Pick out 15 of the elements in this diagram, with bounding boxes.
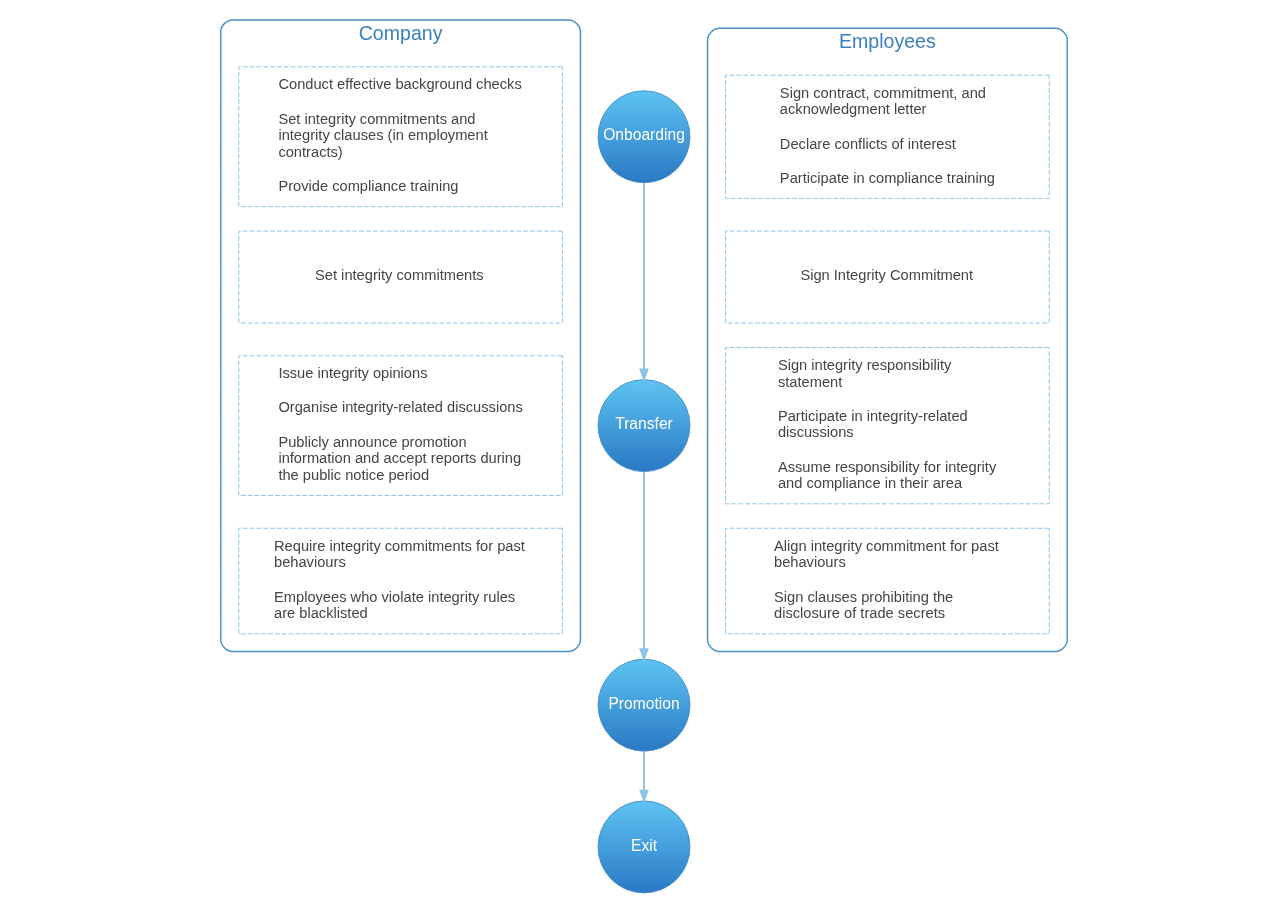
node-circle: Promotion xyxy=(597,658,690,752)
node-circle: Exit xyxy=(597,800,690,894)
node-circle: Transfer xyxy=(597,379,690,473)
arrow xyxy=(638,470,649,662)
node-circle: Onboarding xyxy=(597,90,690,184)
node-box: Conduct effective background checks Set integrity commitments and integrity clauses (in employment contracts) Provide compliance training xyxy=(237,66,563,208)
node-box: Sign integrity responsibility statement Participate in integrity-related discussions Assume responsibility for integrity and compliance in their area xyxy=(724,346,1050,505)
node-box: Align integrity commitment for past behaviours Sign clauses prohibiting the disclosure of trade secrets xyxy=(724,527,1050,635)
node-box: Require integrity commitments for past behaviours Employees who violate integrity rules are blacklisted xyxy=(237,527,563,635)
node-box: Issue integrity opinions Organise integrity-related discussions Publicly announce promotion information and accept reports during the public notice period xyxy=(237,355,563,496)
node-box: Set integrity commitments xyxy=(237,230,563,324)
arrow xyxy=(638,181,649,383)
node-box: Sign contract, commitment, and acknowledgment letter Declare conflicts of interest Participate in compliance training xyxy=(724,74,1050,199)
node-box: Sign Integrity Commitment xyxy=(724,230,1050,324)
arrow xyxy=(638,750,649,804)
